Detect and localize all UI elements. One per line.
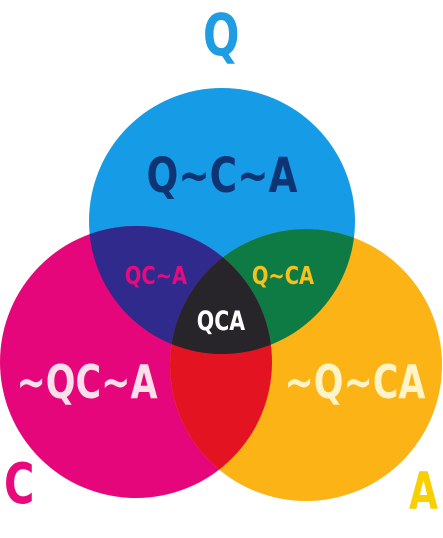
region-label-q-only: Q~C~A [147,149,299,205]
overlap-all [170,229,272,354]
region-label-qa-not-c: Q~CA [252,262,315,291]
set-c-label: C [4,452,35,517]
region-label-all: QCA [197,305,246,337]
set-q-label: Q [203,1,240,69]
region-label-qc-not-a: QC~A [125,262,188,291]
region-label-a-only: ~Q~CA [285,355,426,409]
set-a-label: A [409,462,438,522]
region-label-c-only: ~QC~A [17,355,158,409]
